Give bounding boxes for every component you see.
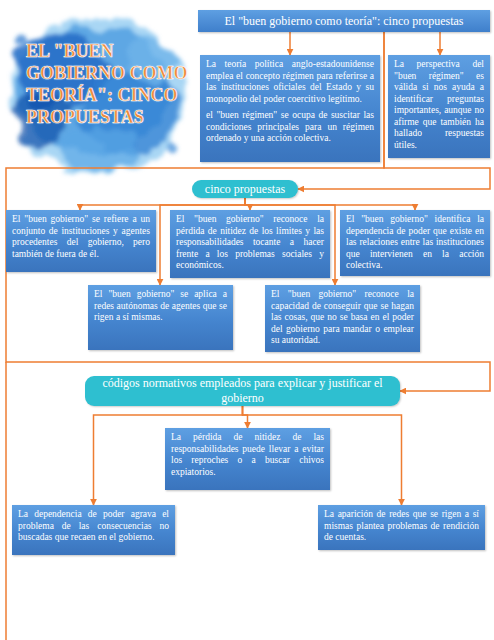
node-text: códigos normativos empleados para explic… [85,376,400,406]
section-pill: códigos normativos empleados para explic… [85,376,400,406]
text-box: El "buen gobierno" se refiere a un conju… [6,210,156,272]
section-pill: cinco propuestas [192,180,298,198]
connector-arrow [439,32,441,55]
node-text: La teoría política anglo-estadounidense … [206,59,374,105]
text-box: La aparición de redes que se rigen a sí … [318,505,485,550]
text-box: La pérdida de nitidez de las responsabil… [165,428,330,490]
connector-arrow [245,198,415,210]
connector-arrow [6,32,490,391]
node-text: La perspectiva del "buen régimen" es vál… [394,59,484,151]
node-text: El "buen gobierno como teoría": cinco pr… [198,10,490,32]
node-text: El "buen gobierno" reconoce la capacidad… [271,289,414,347]
node-text: La aparición de redes que se rigen a sí … [324,509,479,544]
node-text: El "buen gobierno" se refiere a un conju… [12,214,150,260]
text-box: El "buen gobierno" reconoce la pérdida d… [170,210,330,278]
connector-arrow [289,32,291,55]
node-text: La dependencia de poder agrava el proble… [18,509,169,544]
text-box: La perspectiva del "buen régimen" es vál… [388,55,490,158]
node-text: cinco propuestas [205,182,285,197]
text-box: El "buen gobierno" se aplica a redes aut… [88,285,233,350]
connector-group [6,32,490,505]
connector-arrow [80,198,245,210]
text-box: El "buen gobierno" reconoce la capacidad… [265,285,420,352]
header-box: El "buen gobierno como teoría": cinco pr… [198,10,490,32]
text-box: La teoría política anglo-estadounidense … [200,55,380,162]
node-text: El "buen gobierno" identifica la depende… [346,214,484,272]
node-text: La pérdida de nitidez de las responsabil… [171,432,324,478]
node-text: el "buen régimen" se ocupa de suscitar l… [206,110,374,145]
diagram-title: EL "BUEN GOBIERNO COMO TEORÍA": CINCO PR… [26,40,198,128]
text-box: El "buen gobierno" identifica la depende… [340,210,490,276]
trunk-line [5,362,7,640]
node-text: El "buen gobierno" reconoce la pérdida d… [176,214,324,272]
node-text: El "buen gobierno" se aplica a redes aut… [94,289,227,324]
text-box: La dependencia de poder agrava el proble… [12,505,175,555]
